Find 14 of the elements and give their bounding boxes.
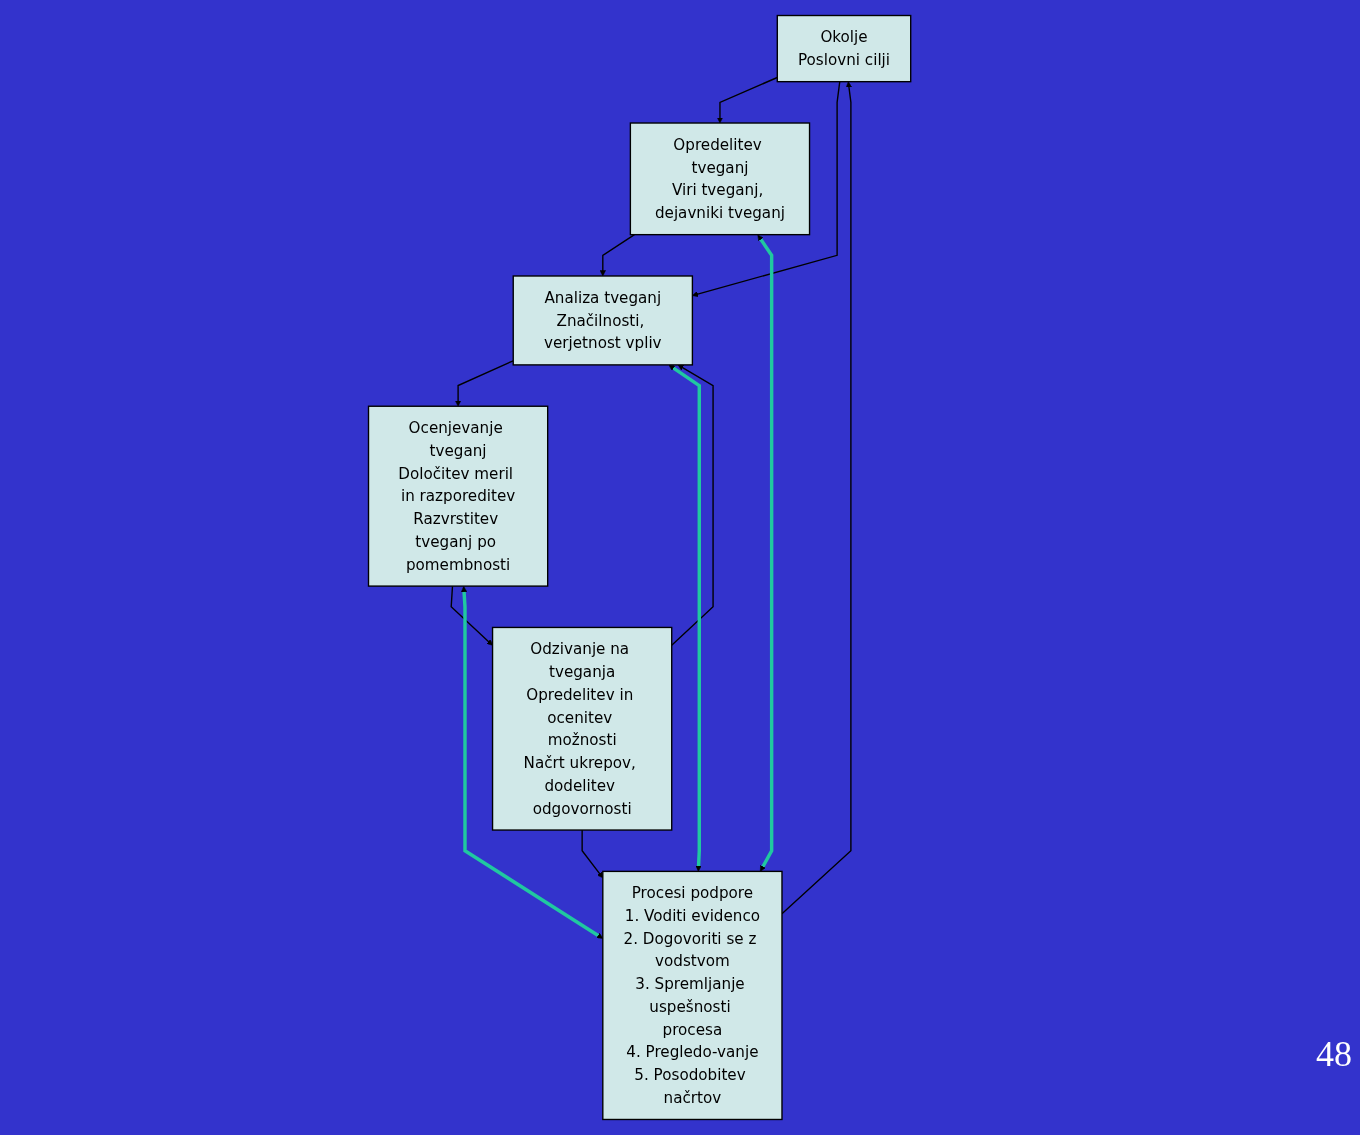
node-box: Odzivanje na tveganja Opredelitev in ocenitev možnosti Načrt ukrepov, dodelitev odgovornosti xyxy=(492,626,673,831)
node-box: Okolje Poslovni cilji xyxy=(777,14,912,83)
node-box: Ocenjevanje tveganj Določitev meril in razporeditev Razvrstitev tveganj po pomembnosti xyxy=(368,405,549,587)
arrow xyxy=(581,829,604,879)
node-box: Analiza tveganj Značilnosti, verjetnost vpliv xyxy=(512,275,694,366)
node-box: Opredelitev tveganj Viri tveganj, dejavniki tveganj xyxy=(630,122,811,236)
arrow xyxy=(461,586,604,939)
node-box: Procesi podpore 1. Voditi evidenco 2. Dogovoriti se z vodstvom 3. Spremljanje uspešnosti procesa 4. Pregledo-vanje 5. Posodobitev načrtov xyxy=(602,870,784,1121)
arrow xyxy=(669,364,702,872)
arrow xyxy=(600,233,636,277)
page-number: 48 xyxy=(1316,1033,1352,1075)
arrow xyxy=(692,81,841,297)
arrow xyxy=(455,360,515,407)
arrow xyxy=(757,234,774,872)
